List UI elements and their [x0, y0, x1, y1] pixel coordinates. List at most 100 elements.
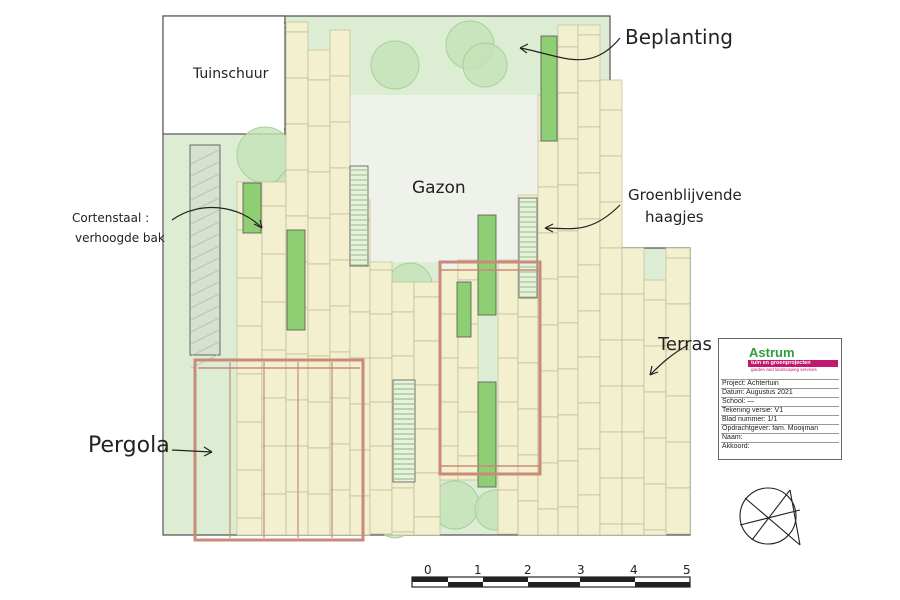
paving-stone — [577, 24, 601, 36]
hatch-line — [190, 257, 220, 273]
paving-stone — [621, 523, 645, 536]
paving-stone — [577, 448, 601, 496]
paving-stone — [349, 265, 371, 313]
paving-stone — [329, 121, 351, 169]
paving-stone — [285, 169, 309, 217]
hatch-line — [190, 305, 220, 321]
striped-planter — [349, 165, 369, 267]
paving-stone — [517, 408, 539, 456]
paving-stone — [599, 477, 623, 525]
paving-stone — [557, 46, 579, 94]
paving-stone — [329, 305, 351, 353]
scale-tick-4: 4 — [630, 563, 638, 577]
paving-stone — [349, 311, 371, 359]
brand-name: Astrum — [749, 345, 795, 360]
paving-stone — [413, 472, 441, 518]
paving-stone — [413, 340, 441, 386]
planting-label: Beplanting — [625, 25, 733, 49]
paving-stone — [599, 247, 623, 295]
paving-stone — [307, 79, 331, 127]
paving-stone — [621, 385, 645, 433]
paving-stone — [517, 362, 539, 410]
paving-stone — [665, 303, 691, 351]
paving-stone — [236, 421, 263, 471]
paving-stone — [261, 205, 287, 255]
paving-stone — [236, 373, 263, 423]
astrum-logo: Astrum tuin en groenprojecten garden and… — [733, 345, 838, 373]
paving-stone — [599, 431, 623, 479]
paving-stone — [369, 445, 393, 491]
paving-stone — [413, 281, 441, 298]
scale-tick-3: 3 — [577, 563, 585, 577]
paving-stone — [577, 172, 601, 220]
brand-bar — [748, 360, 838, 367]
hatch-line — [190, 233, 220, 249]
paving-stone — [665, 247, 691, 259]
paving-stone — [236, 469, 263, 519]
paving-stone — [537, 140, 559, 188]
paving-stone — [369, 357, 393, 403]
paving-stone — [577, 310, 601, 358]
hatch-line — [190, 161, 220, 177]
paving-stone — [557, 276, 579, 324]
paving-stone — [665, 487, 691, 535]
hatch-line — [190, 281, 220, 297]
pergola-right — [438, 260, 542, 476]
hatch-line — [190, 173, 220, 189]
title-block-fields: Project: Achtertuin Datum: Augustus 2021… — [721, 379, 839, 451]
paving-stone — [349, 357, 371, 405]
tb-project: Project: Achtertuin — [721, 379, 839, 388]
paving-stone — [391, 531, 415, 536]
arrow-pergola-head — [203, 446, 213, 457]
paving-stone — [599, 523, 623, 536]
paving-stone — [577, 356, 601, 404]
paving-stone — [439, 269, 459, 315]
annotation-arrows — [171, 37, 689, 457]
paving-stone — [349, 449, 371, 497]
hatch-line — [190, 149, 220, 165]
paving-stone — [665, 395, 691, 443]
paving-stone — [517, 316, 539, 364]
paving-stone — [517, 454, 539, 502]
paving-stone — [557, 92, 579, 140]
paving-stone — [391, 281, 415, 313]
hatch-line — [190, 293, 220, 309]
paving-stone — [557, 24, 579, 48]
shed — [162, 15, 286, 135]
paving-stone — [261, 397, 287, 447]
striped-planters — [349, 165, 538, 483]
paving-stone — [497, 357, 519, 403]
paving-stone — [307, 217, 331, 265]
paving-stone — [457, 455, 479, 481]
paving-stone — [557, 506, 579, 536]
hedge — [456, 281, 472, 338]
paving-stone — [557, 322, 579, 370]
corten-raised-bed — [189, 144, 221, 356]
striped-planter — [518, 197, 538, 299]
paving-stone — [599, 109, 623, 157]
striped-planter — [392, 379, 416, 483]
arrow-terrace-head — [649, 365, 659, 376]
paving-stone — [261, 349, 287, 399]
paving-stone — [413, 384, 441, 430]
paving-stone — [621, 339, 645, 387]
paving-stone — [497, 313, 519, 359]
paving-stone — [457, 367, 479, 413]
paving-stone — [307, 263, 331, 311]
paving-stone — [599, 79, 623, 111]
arrow-terrace — [649, 344, 689, 376]
paving-stone — [665, 257, 691, 305]
brand-subtitle: tuin en groenprojecten — [751, 360, 811, 366]
paving-stone — [369, 269, 393, 315]
paving-stone — [307, 401, 331, 449]
paving-stone — [497, 445, 519, 491]
paving-stone — [599, 339, 623, 387]
hatch-line — [190, 269, 220, 285]
paving-stone — [236, 325, 263, 375]
paving-stone — [439, 357, 459, 403]
paving-stone — [285, 21, 309, 33]
paving-stone — [557, 368, 579, 416]
paving-stone — [329, 75, 351, 123]
hatch-line — [190, 317, 220, 333]
brand-tagline: garden and landscaping services — [751, 367, 817, 372]
